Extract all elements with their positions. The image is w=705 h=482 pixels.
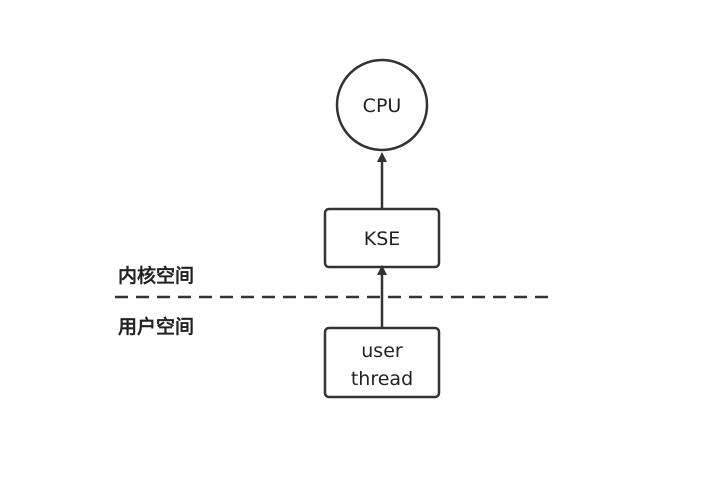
kernel-space-label: 内核空间	[118, 264, 194, 287]
cpu-node: CPU	[335, 58, 429, 152]
user-thread-box	[323, 326, 441, 399]
kse-label: KSE	[364, 228, 401, 250]
user-thread-node: user thread	[323, 326, 441, 399]
user-thread-label-line1: user	[361, 340, 403, 362]
cpu-circle	[335, 58, 429, 152]
kse-node: KSE	[323, 207, 441, 269]
user-space-label: 用户空间	[118, 315, 194, 338]
user-thread-label-line2: thread	[351, 368, 413, 390]
cpu-label: CPU	[363, 95, 402, 117]
